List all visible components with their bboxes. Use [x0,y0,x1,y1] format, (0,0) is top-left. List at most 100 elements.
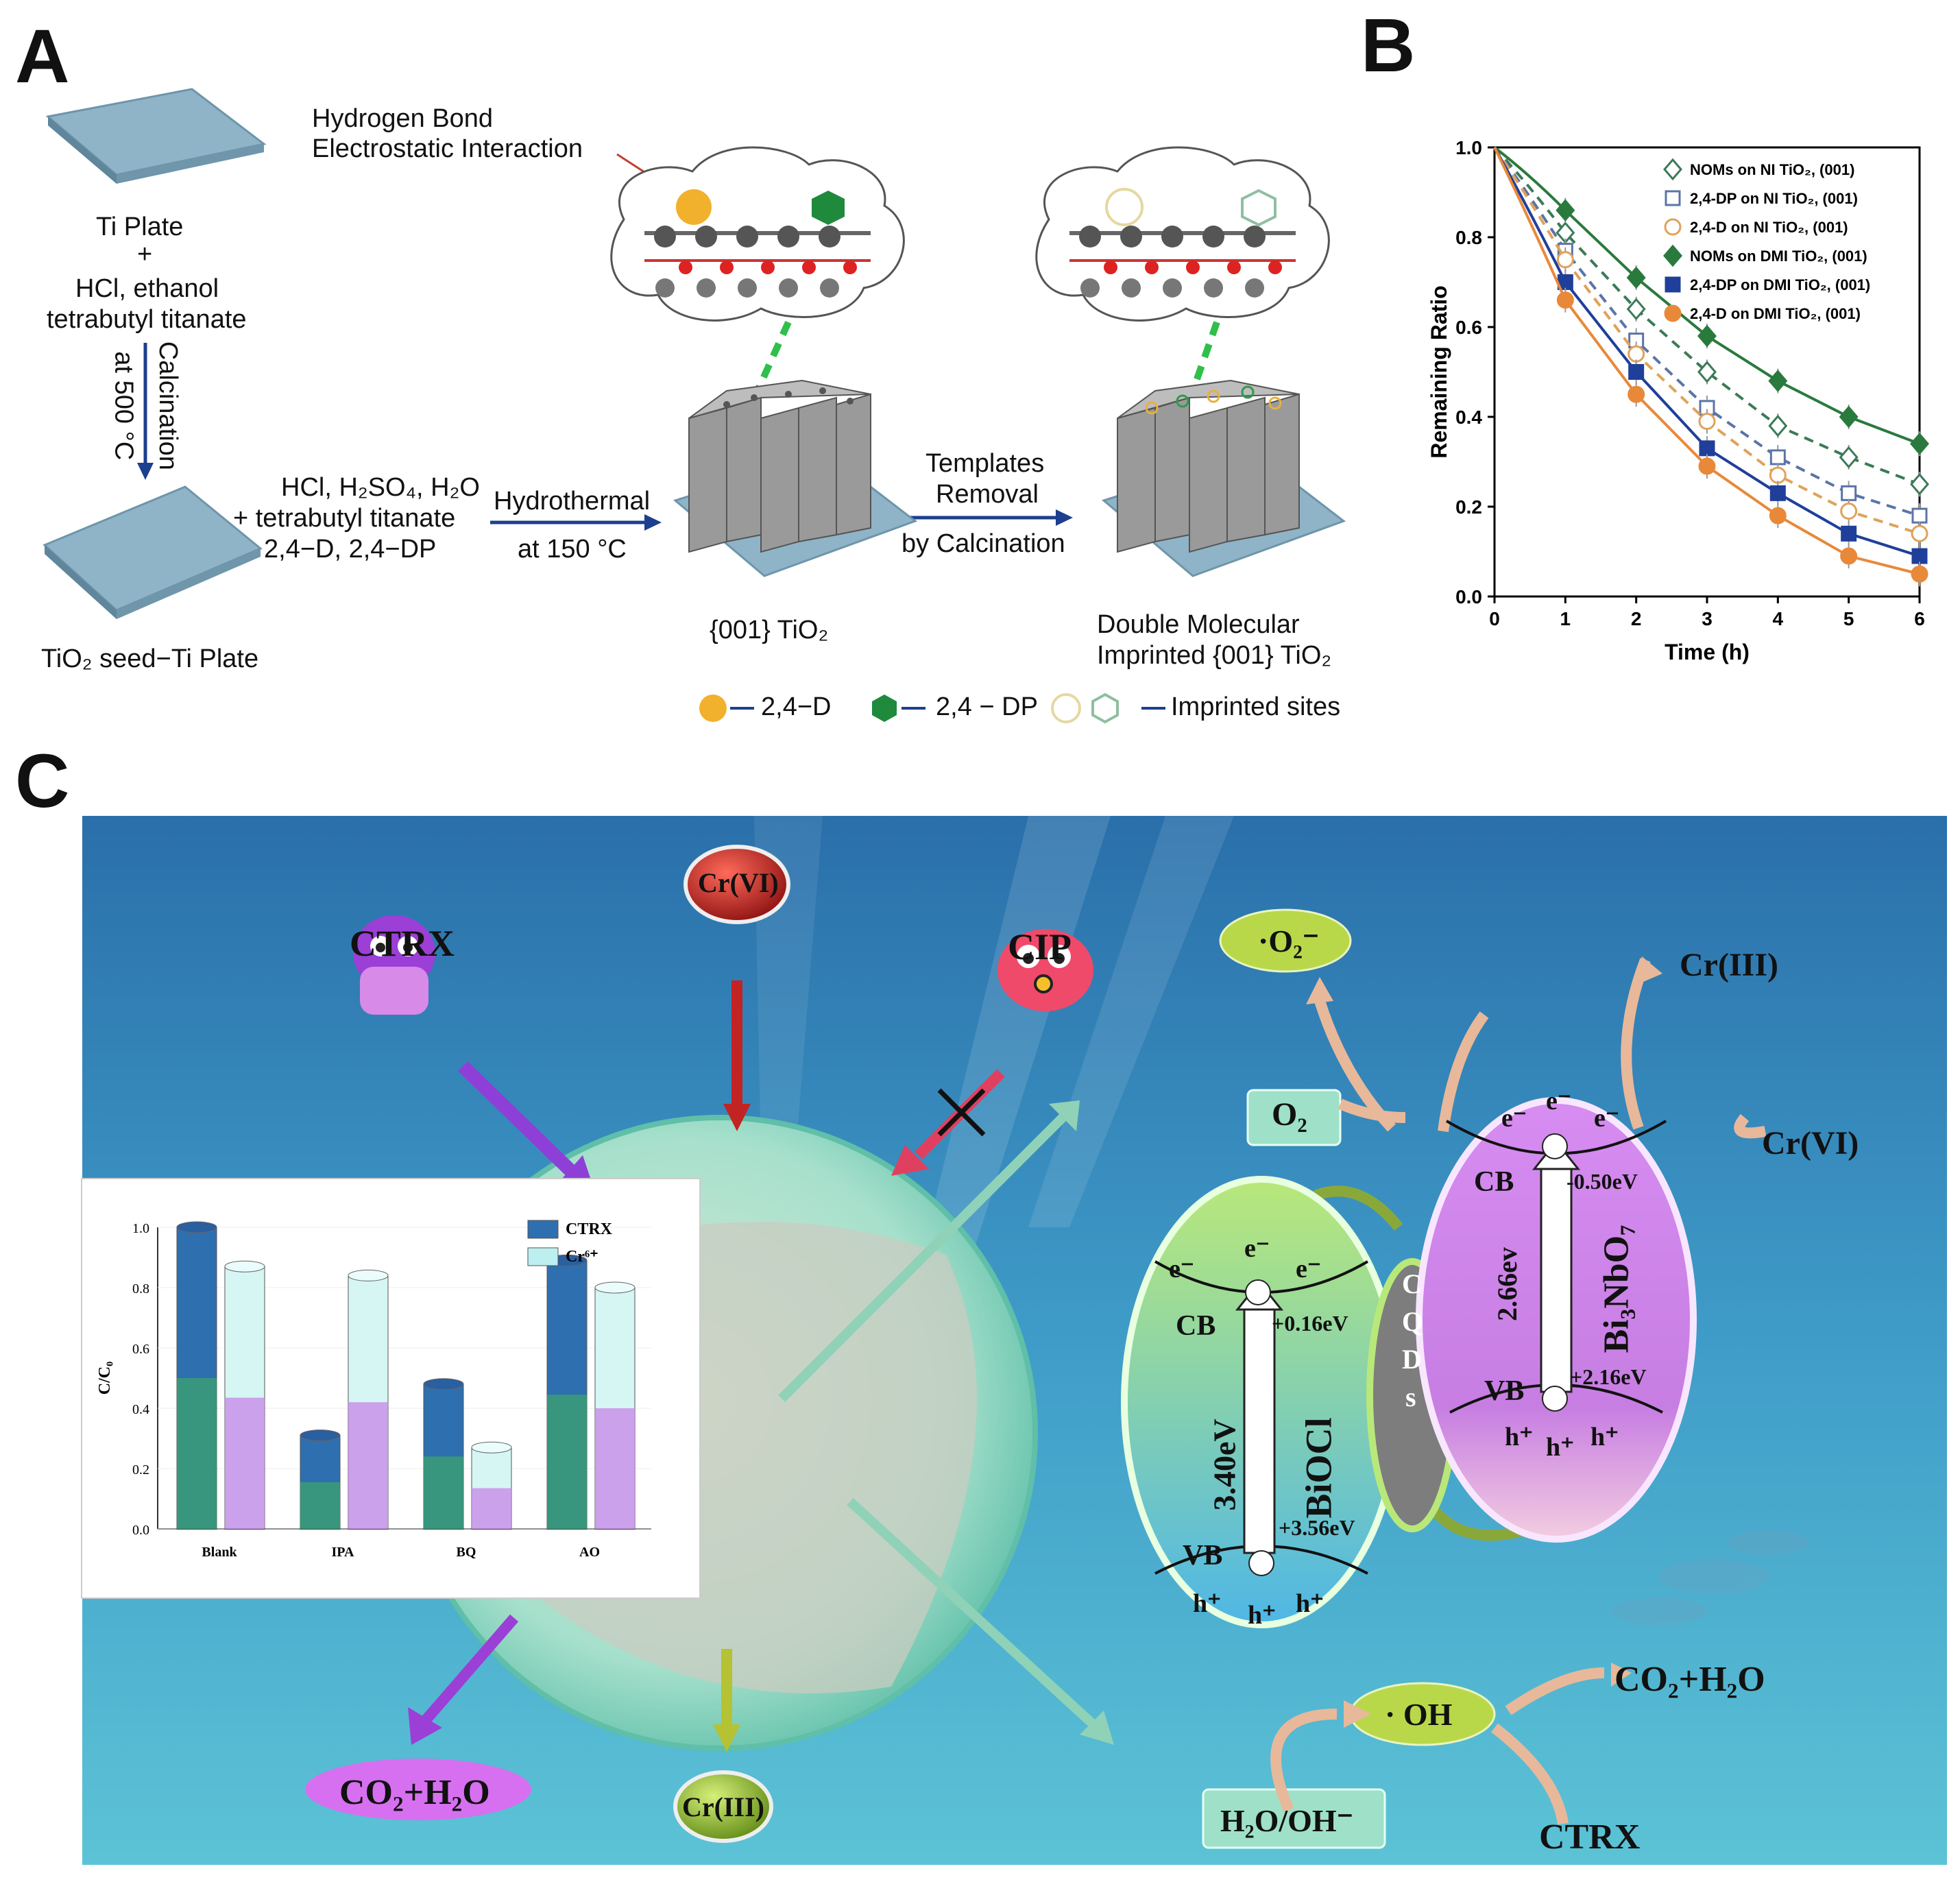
co2-left-label: CO₂+H₂O [339,1773,490,1812]
reagents1-line2: tetrabutyl titanate [47,305,247,334]
o2-label: O₂ [1272,1096,1307,1133]
data-point [1839,405,1859,429]
o2-radical-bubble [1219,908,1352,973]
bar-lower-shade [472,1488,511,1529]
biocl-h1: h⁺ [1193,1589,1222,1618]
crvi-ball [683,845,790,924]
criii-bottom-label: Cr(III) [682,1791,764,1822]
biocl-vb: VB [1183,1540,1223,1571]
y-tick-label: 0.4 [132,1402,149,1417]
biocl-name: BiOCl [1298,1417,1340,1519]
panel-a-graphics [43,88,1346,724]
legend-imprinted-label: Imprinted sites [1171,692,1341,721]
x-tick-label: IPA [332,1545,355,1560]
data-point [1626,266,1646,289]
data-point [1628,345,1645,363]
data-point [1699,440,1715,457]
crvi-top-label: Cr(VI) [698,867,779,898]
biocl-cb: CB [1176,1310,1216,1342]
bar-cap [176,1221,217,1233]
bar-lower-shade [300,1482,340,1529]
bi3nbo7-h2: h⁺ [1546,1433,1575,1462]
y-tick-label: 0.0 [1455,586,1482,607]
data-point [1841,485,1857,501]
y-tick-label: 1.0 [132,1221,149,1236]
cip-label: CIP [1008,926,1072,967]
biocl-h2: h⁺ [1248,1601,1277,1630]
y-tick-label: 0.0 [132,1523,149,1538]
biocl-h3: h⁺ [1296,1589,1324,1618]
x-tick-label: AO [579,1545,600,1560]
y-tick-label: 0.6 [1455,317,1482,338]
hydrothermal-label: Hydrothermal [494,487,651,516]
bar-lower-shade [547,1395,587,1529]
legend-swatch [527,1247,559,1266]
data-point [1840,503,1858,520]
data-point [1911,524,1928,542]
ti-plate-label: Ti Plate [96,213,184,241]
oh-radical-label: · OH [1385,1697,1453,1732]
interaction-line2: Electrostatic Interaction [312,134,583,163]
legend-entry: CTRX [566,1220,613,1238]
plus-sign: + [137,240,153,269]
data-point [1556,251,1574,269]
legend-24dp-label: 2,4 − DP [936,692,1038,721]
y-tick-label: 0.6 [132,1342,149,1357]
biocl-e3: e⁻ [1296,1255,1321,1283]
panel-label-b: B [1361,3,1416,88]
bi3nbo7-gap: 2.66ev [1491,1247,1523,1321]
bar-cap [471,1441,512,1453]
bar-cap [423,1378,464,1390]
criii-ball [673,1770,773,1843]
calcination-temp: at 500 °C [109,351,138,461]
bi3nbo7-h3: h⁺ [1590,1423,1619,1451]
bar-cap [300,1429,341,1442]
co2-cloud-left [305,1759,531,1820]
y-tick-label: 0.2 [1455,496,1482,518]
reagents2-line1: HCl, H₂SO₄, H₂O [281,473,480,502]
y-tick-label: 0.2 [132,1462,149,1477]
legend-entry: NOMs on DMI TiO₂, (001) [1690,248,1867,265]
ctrx-creature [353,915,435,1015]
data-point [1840,547,1858,565]
cqds-letter-s: s [1405,1382,1416,1412]
ctrx-bottom-label: CTRX [1539,1818,1641,1857]
seed-plate [43,485,263,619]
data-point [1769,507,1787,524]
bar-lower-shade [225,1397,265,1529]
bi3nbo7-vb-value: +2.16eV [1570,1364,1647,1389]
data-point [1698,413,1716,431]
x-tick-label: Blank [202,1545,237,1560]
h2o-label: H₂O/OH⁻ [1220,1803,1353,1838]
data-point [1698,457,1716,475]
bi3nbo7-e1: e⁻ [1501,1104,1527,1133]
molecule-cloud-1 [610,146,905,322]
bar-cap [224,1260,265,1272]
hydrothermal-temp: at 150 °C [518,535,627,564]
x-tick-label: 3 [1702,608,1713,629]
reagents1-line1: HCl, ethanol [75,274,219,303]
data-point [1628,385,1645,403]
data-point [1556,199,1575,222]
data-point [1769,449,1786,466]
bar-lower-shade [177,1378,217,1529]
data-point [1768,414,1788,437]
templates-line3: by Calcination [902,529,1065,558]
data-point [1628,364,1645,380]
reagents2-line3: 2,4−D, 2,4−DP [264,535,437,564]
legend-entry: 2,4-DP on NI TiO₂, (001) [1690,190,1858,207]
biocl-vb-value: +3.56eV [1279,1515,1355,1540]
molecule-cloud-2 [1035,146,1330,322]
interaction-line1: Hydrogen Bond [312,104,494,133]
data-point [1665,276,1681,293]
data-point [1911,548,1928,564]
data-point [1841,525,1857,542]
tio2-001-label: {001} TiO₂ [710,616,829,644]
bar-lower-shade [348,1402,388,1529]
data-point [1697,324,1717,348]
bi3nbo7-vb: VB [1484,1375,1525,1407]
y-tick-label: 0.8 [1455,227,1482,248]
data-point [1910,472,1929,496]
ctrx-label: CTRX [350,923,455,964]
bar-lower-shade [424,1456,463,1529]
